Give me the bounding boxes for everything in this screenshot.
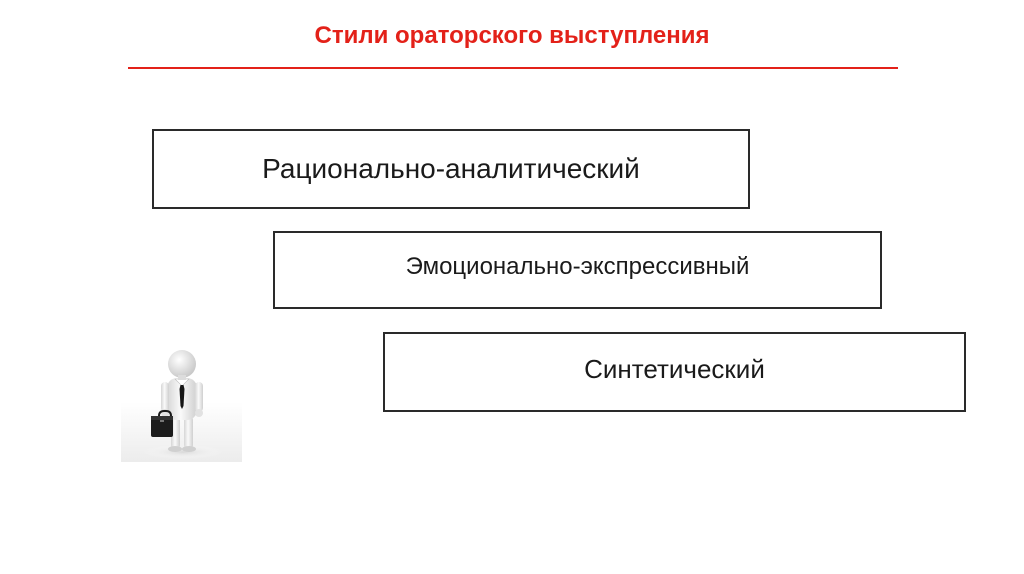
style-label: Эмоционально-экспрессивный (405, 253, 750, 280)
style-label: Рационально-аналитический (262, 153, 640, 184)
style-label: Синтетический (584, 353, 765, 384)
style-box-synthetic: Синтетический (383, 332, 966, 412)
slide-title: Стили ораторского выступления (314, 22, 710, 49)
style-box-emotional-expressive: Эмоционально-экспрессивный (273, 231, 882, 309)
style-box-rational-analytical: Рационально-аналитический (152, 129, 750, 209)
businessman-with-briefcase-icon (121, 342, 242, 462)
title-underline (128, 67, 898, 69)
